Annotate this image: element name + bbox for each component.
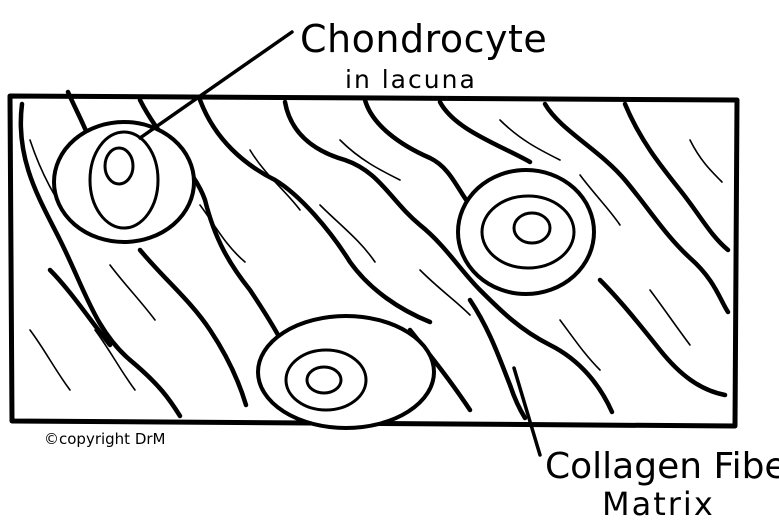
copyright-text: ©copyright DrM: [44, 430, 166, 448]
lacuna-label: in lacuna: [345, 65, 477, 94]
chondrocyte-label: Chondrocyte: [300, 17, 547, 61]
annotation-labels: Chondrocyte in lacuna Collagen Fiber Mat…: [44, 17, 779, 523]
matrix-label: Matrix: [602, 485, 715, 523]
chondrocyte-lacuna-1: [54, 122, 194, 242]
chondrocyte-lacuna-2: [458, 170, 594, 294]
chondrocyte-lacuna-3: [258, 316, 434, 428]
collagen-fiber-label: Collagen Fiber: [545, 446, 779, 487]
